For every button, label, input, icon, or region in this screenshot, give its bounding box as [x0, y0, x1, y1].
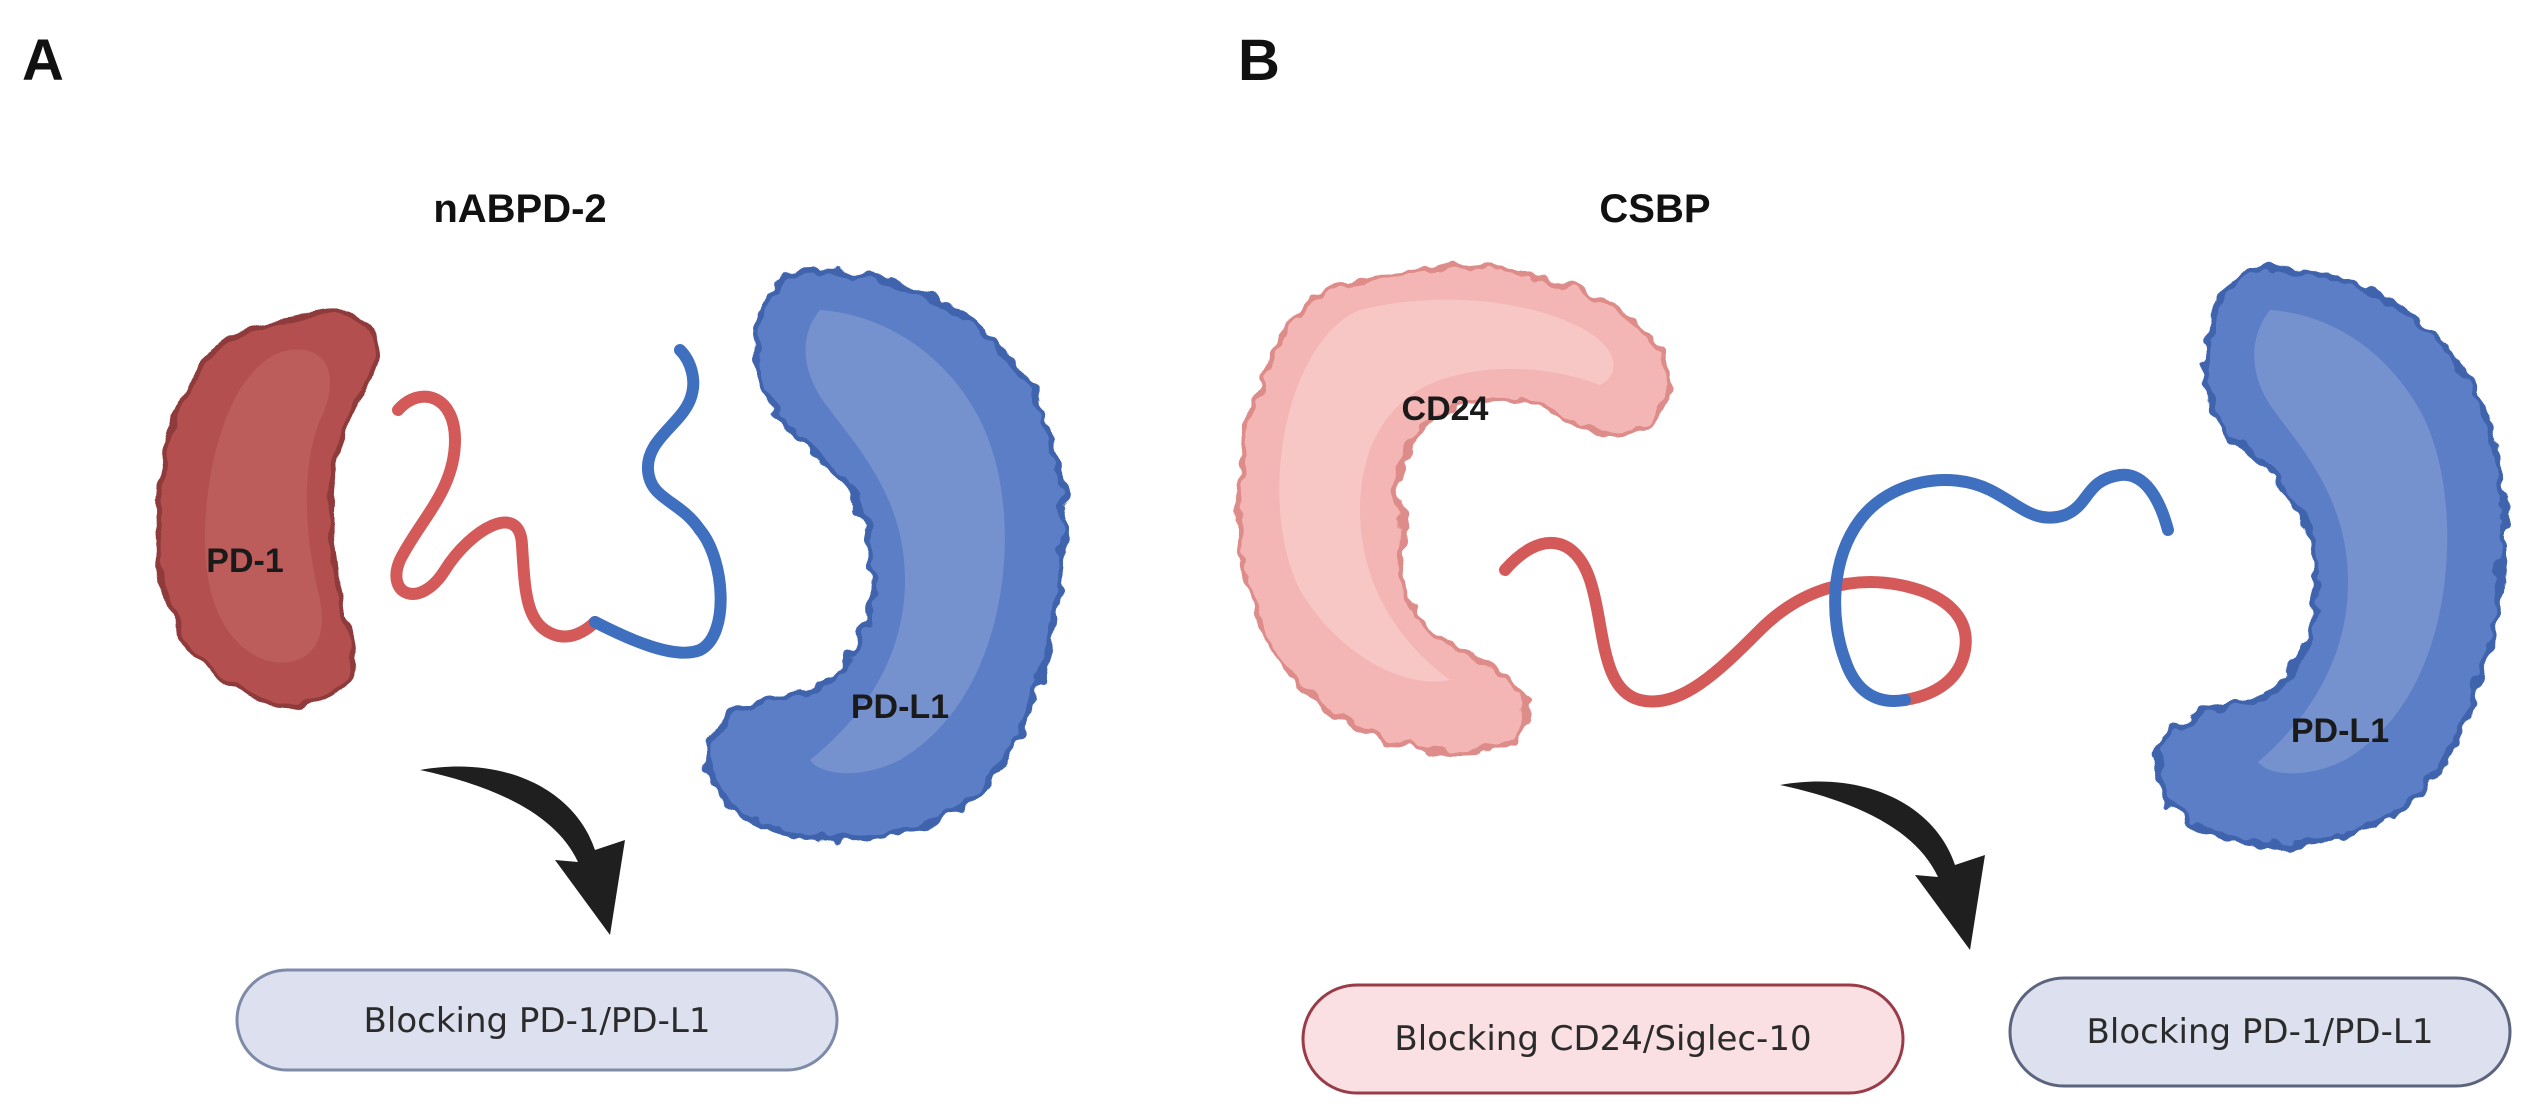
pdl1-protein-a: PD-L1	[705, 268, 1067, 841]
pdl1-label-b: PD-L1	[2291, 712, 2389, 750]
result-a-text: Blocking PD-1/PD-L1	[364, 1001, 711, 1041]
nabpd2-peptide	[390, 344, 727, 659]
pd1-protein: PD-1	[156, 308, 382, 707]
csbp-peptide	[1499, 468, 2174, 708]
panel-a-title: nABPD-2	[433, 187, 606, 231]
pd1-label: PD-1	[206, 542, 283, 580]
pdl1-protein-b: PD-L1	[2155, 266, 2507, 847]
cd24-label: CD24	[1402, 390, 1489, 428]
pdl1-label-a: PD-L1	[851, 688, 949, 726]
panel-b-letter: B	[1238, 28, 1280, 93]
panel-a-letter: A	[22, 28, 64, 93]
panel-b: B CSBP CD24 PD-L1 Blocking CD24/Siglec-1…	[1236, 28, 2512, 1095]
result-b-left-text: Blocking CD24/Siglec-10	[1394, 1019, 1811, 1059]
result-pill-a: Blocking PD-1/PD-L1	[235, 968, 839, 1072]
arrow-b	[1780, 781, 1985, 950]
arrow-a	[420, 766, 625, 935]
result-pill-b-left: Blocking CD24/Siglec-10	[1301, 983, 1905, 1095]
result-b-right-text: Blocking PD-1/PD-L1	[2087, 1012, 2434, 1052]
panel-a: A nABPD-2 PD-1 PD-L1 Blocking PD-1/PD-L1	[22, 28, 1067, 1072]
panel-b-title: CSBP	[1599, 187, 1710, 231]
cd24-protein: CD24	[1236, 265, 1671, 755]
result-pill-b-right: Blocking PD-1/PD-L1	[2008, 976, 2512, 1088]
